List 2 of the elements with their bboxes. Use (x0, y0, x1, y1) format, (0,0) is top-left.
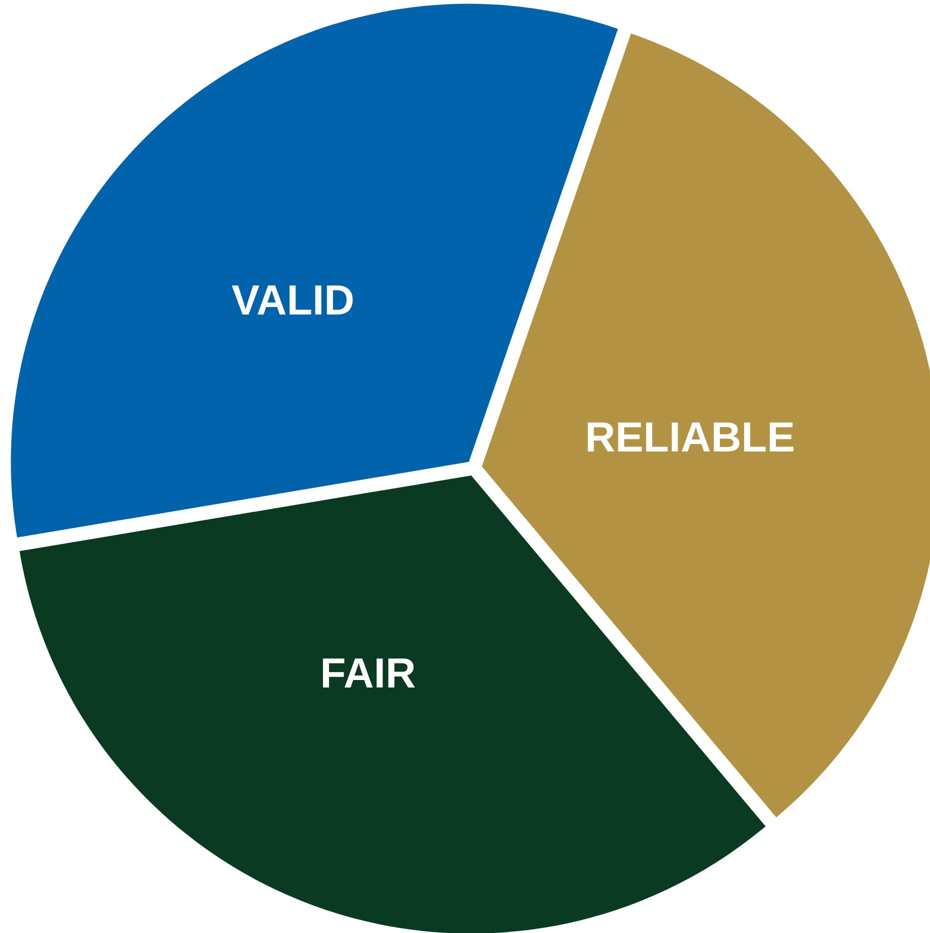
pie-slice: RELIABLE (482, 33, 930, 818)
pie-slice: FAIR (20, 476, 766, 933)
